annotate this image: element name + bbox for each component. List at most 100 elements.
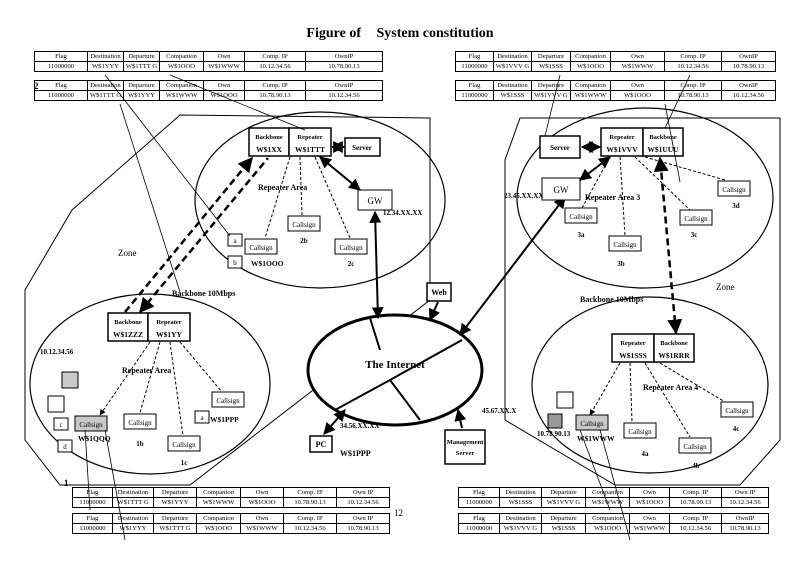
backbone-id: W$1UUU <box>647 145 679 154</box>
page-number: 12 <box>394 508 403 518</box>
table-header-row: Flag Destination Departure Companion Own… <box>455 51 776 62</box>
terminal-a-box <box>227 233 243 247</box>
table-cell: 10.78.90.13 <box>305 61 383 72</box>
link-dashed <box>634 156 691 211</box>
link-gw3-internet <box>459 196 566 336</box>
table-row: 11000000 W$1YYY W$1TTT G W$1OOO W$1WWW 1… <box>72 523 390 534</box>
routing-table-bottom-left: Flag Destination Departure Companion Own… <box>72 487 390 508</box>
terminal-c-label: c <box>59 421 62 429</box>
label-2b: 2b <box>300 237 308 245</box>
link-repeater-gw <box>319 156 361 191</box>
table-cell: 10.78.90.13 <box>721 61 776 72</box>
table-cell: 10.12.34.56 <box>336 497 390 508</box>
link-repeater-gw <box>579 156 611 181</box>
terminal-d-box <box>57 439 73 453</box>
terminal-d-label: d <box>63 443 67 451</box>
internet-cloud <box>306 313 484 427</box>
backbone-box-w1rrr <box>653 333 695 363</box>
table-cell: 10.12.34.56 <box>721 497 769 508</box>
own-id-w1ppp: W$1PPP <box>210 415 239 424</box>
backbone-label: Backbone <box>255 134 283 141</box>
terminal-a-box-area1 <box>194 410 210 424</box>
terminal-b-box <box>227 255 243 269</box>
table-cell: 10.78.90.13 <box>336 523 390 534</box>
table-cell: 10.78.90.13 <box>721 523 769 534</box>
repeater-id: W$1TTT <box>295 145 325 154</box>
pc-box <box>309 435 333 453</box>
leader-line <box>104 429 126 541</box>
own-id-w1ooo: W$1OOO <box>251 259 284 268</box>
callsign-3d-box <box>717 180 751 197</box>
leader-line <box>544 74 561 137</box>
pc-id: W$1PPP <box>340 449 371 458</box>
gray-terminal-box <box>61 371 79 389</box>
leader-line <box>664 74 691 129</box>
backbone-box-w1zzz <box>107 312 149 342</box>
label-3a: 3a <box>578 231 586 239</box>
gw-ip: 12.34.XX.XX <box>383 209 422 217</box>
callsign-2c-box <box>334 238 368 255</box>
repeater-area-4-circle <box>531 296 769 474</box>
callsign-4b-box <box>678 437 712 454</box>
gw-box-area2 <box>357 189 393 211</box>
leader-line <box>664 103 681 183</box>
table-row: 11000000 W$1TTT G W$1YYY W$1WWW W$1OOO 1… <box>72 497 390 508</box>
title-part-1: Figure of <box>306 26 361 41</box>
table-header-row: Flag Destination Departure Companion Own… <box>72 487 390 498</box>
internet-inner-line <box>369 317 381 351</box>
label-3d: 3d <box>732 202 740 210</box>
backbone-link-left <box>124 156 253 313</box>
link-dashed <box>99 341 151 416</box>
backbone-box-w1xx <box>248 127 290 157</box>
repeater-label: Repeater <box>156 319 181 326</box>
table-row: 11000000 W$1VVV G W$1SSS W$1OOO W$1WWW 1… <box>458 523 769 534</box>
link-dashed <box>644 156 726 181</box>
web-label: Web <box>431 288 447 297</box>
link-web-internet <box>428 301 440 322</box>
own-id-w1www: W$1WWW <box>577 434 615 443</box>
repeater-label: Repeater <box>297 134 322 141</box>
label-4b: 4b <box>692 462 700 470</box>
table-row: 11000000 W$1VVV G W$1SSS W$1OOO W$1WWW 1… <box>455 61 776 72</box>
link-dashed <box>629 362 633 423</box>
link-dashed <box>169 341 184 437</box>
repeater-id: W$1YY <box>156 330 182 339</box>
terminal-b-label: b <box>233 259 237 267</box>
callsign-2b-box <box>287 215 321 232</box>
repeater-box-w1yy <box>147 312 191 342</box>
callsign-3b-box <box>608 235 642 252</box>
page-title: Figure of System constitution <box>0 26 800 42</box>
gw-box-area3 <box>541 177 581 201</box>
repeater-area-2-circle <box>194 111 446 289</box>
callsign-label: Callsign <box>628 428 652 436</box>
server-label: Server <box>550 144 570 152</box>
callsign-label: Callsign <box>292 221 316 229</box>
link-gw2-internet <box>369 210 384 320</box>
callsign-label: Callsign <box>172 441 196 449</box>
backbone-id: W$1ZZZ <box>113 330 143 339</box>
callsign-w1ooo-box <box>244 238 278 255</box>
own-id-w1qqq: W$1QQQ <box>78 434 111 443</box>
leader-line <box>104 74 231 237</box>
routing-table-top-right-2: Flag Destination Departure Companion Own… <box>455 80 776 101</box>
repeater-area-1-circle <box>29 293 271 475</box>
callsign-ppp-box <box>211 391 245 408</box>
label-3b: 3b <box>617 260 625 268</box>
backbone-box-w1uuu <box>642 127 684 157</box>
gw-ip: 23.45.XX.XX <box>504 192 543 200</box>
label-3c: 3c <box>691 231 698 239</box>
table-row: 11000000 W$1SSS W$1VVV G W$1WWW W$1OOO 1… <box>455 90 776 101</box>
pc-label: PC <box>316 440 327 449</box>
terminal-box <box>47 395 65 413</box>
callsign-1c-box <box>167 435 201 452</box>
leader-line <box>84 429 91 511</box>
repeater-area-label: Repeater Area 4 <box>643 383 698 392</box>
terminal-c-box <box>53 417 69 431</box>
link-mgmt-internet <box>454 408 467 429</box>
server-box-area3 <box>539 135 581 159</box>
backbone-label: Backbone <box>114 319 142 326</box>
callsign-label: Callsign <box>216 397 240 405</box>
mgmt-label-2: Server <box>456 450 475 457</box>
repeater-id: W$1VVV <box>606 145 638 154</box>
